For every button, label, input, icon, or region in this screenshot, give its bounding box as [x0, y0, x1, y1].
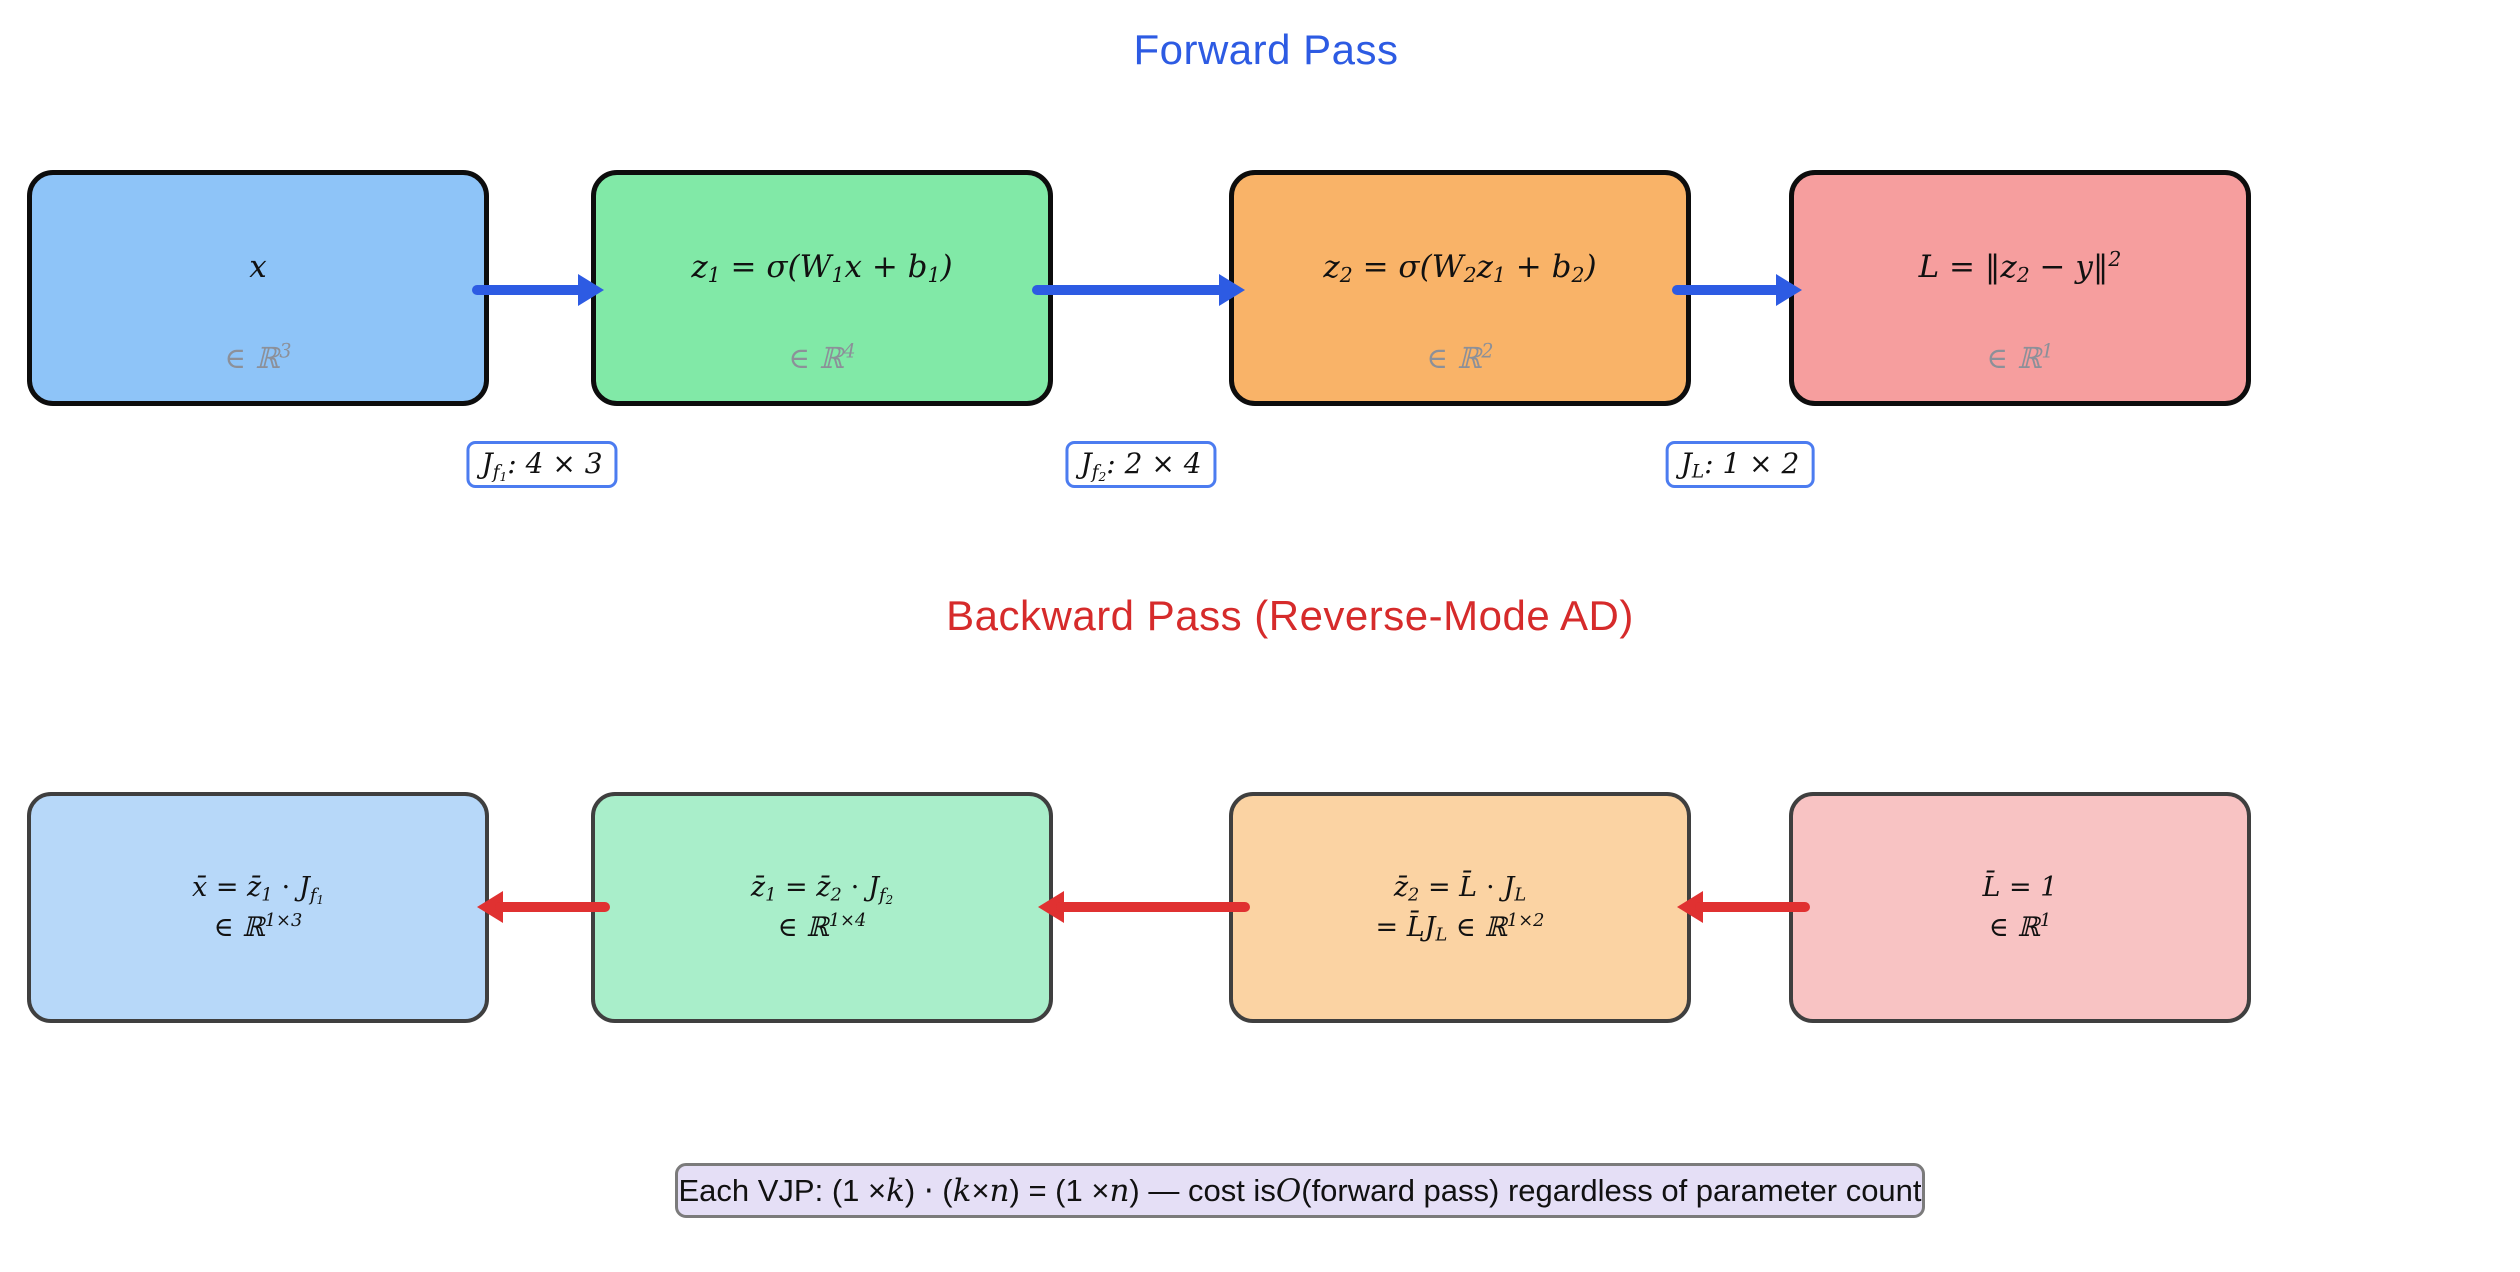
backward-arrow-3-shaft — [1695, 902, 1810, 912]
forward-box-z2-space: ∈ ℝ2 — [1426, 339, 1494, 375]
backward-arrow-1 — [477, 891, 610, 923]
vjp-cost-note: Each VJP: (1 × k) ⋅ (k × n) = (1 × n) — … — [675, 1163, 1925, 1218]
forward-box-z2: z2 = σ(W2z1 + b2) ∈ ℝ2 — [1229, 170, 1691, 406]
backward-box-z1bar-line2: ∈ ℝ1×4 — [777, 909, 867, 943]
forward-box-z1: z1 = σ(W1x + b1) ∈ ℝ4 — [591, 170, 1053, 406]
backward-box-z2bar-line2: = L̄JL ∈ ℝ1×2 — [1375, 909, 1545, 945]
backward-arrow-1-shaft — [495, 902, 610, 912]
right-arrowhead-icon — [578, 274, 604, 306]
forward-arrow-1 — [472, 274, 604, 306]
jacobian-label-jl: JL: 1 × 2 — [1665, 441, 1815, 488]
forward-box-x-formula: x — [249, 249, 267, 285]
forward-box-z1-formula: z1 = σ(W1x + b1) — [691, 249, 953, 288]
forward-arrow-3 — [1672, 274, 1802, 306]
forward-box-loss-formula: L = ‖z2 − y‖2 — [1918, 246, 2122, 288]
backward-box-lbar-line1: L̄ = 1 — [1982, 872, 2058, 904]
right-arrowhead-icon — [1776, 274, 1802, 306]
backward-box-z1bar: z̄1 = z̄2 ⋅ Jf2 ∈ ℝ1×4 — [591, 792, 1053, 1023]
backward-arrow-2 — [1038, 891, 1250, 923]
forward-pass-title: Forward Pass — [1133, 26, 1399, 73]
forward-box-z2-formula: z2 = σ(W2z1 + b2) — [1323, 249, 1597, 288]
jacobian-label-jf2: Jf2: 2 × 4 — [1065, 441, 1217, 488]
backward-box-xbar-line2: ∈ ℝ1×3 — [213, 909, 303, 943]
forward-box-x-space: ∈ ℝ3 — [224, 339, 292, 375]
backward-box-lbar-line2: ∈ ℝ1 — [1988, 909, 2052, 943]
forward-box-loss: L = ‖z2 − y‖2 ∈ ℝ1 — [1789, 170, 2251, 406]
backward-box-xbar: x̄ = z̄1 ⋅ Jf1 ∈ ℝ1×3 — [27, 792, 489, 1023]
forward-arrow-1-shaft — [472, 285, 586, 295]
backward-box-xbar-line1: x̄ = z̄1 ⋅ Jf1 — [192, 872, 324, 907]
forward-arrow-3-shaft — [1672, 285, 1784, 295]
backward-box-lbar: L̄ = 1 ∈ ℝ1 — [1789, 792, 2251, 1023]
forward-arrow-2 — [1032, 274, 1245, 306]
backward-arrow-2-shaft — [1056, 902, 1250, 912]
backward-box-z2bar-line1: z̄2 = L̄ ⋅ JL — [1393, 872, 1527, 906]
backward-box-z1bar-line1: z̄1 = z̄2 ⋅ Jf2 — [750, 872, 894, 907]
backward-arrow-3 — [1677, 891, 1810, 923]
right-arrowhead-icon — [1219, 274, 1245, 306]
backward-box-z2bar: z̄2 = L̄ ⋅ JL = L̄JL ∈ ℝ1×2 — [1229, 792, 1691, 1023]
jacobian-label-jf1: Jf1: 4 × 3 — [466, 441, 618, 488]
backward-pass-title: Backward Pass (Reverse-Mode AD) — [946, 592, 1634, 639]
forward-box-z1-space: ∈ ℝ4 — [788, 339, 856, 375]
forward-arrow-2-shaft — [1032, 285, 1227, 295]
forward-box-loss-space: ∈ ℝ1 — [1986, 339, 2054, 375]
forward-box-x: x ∈ ℝ3 — [27, 170, 489, 406]
